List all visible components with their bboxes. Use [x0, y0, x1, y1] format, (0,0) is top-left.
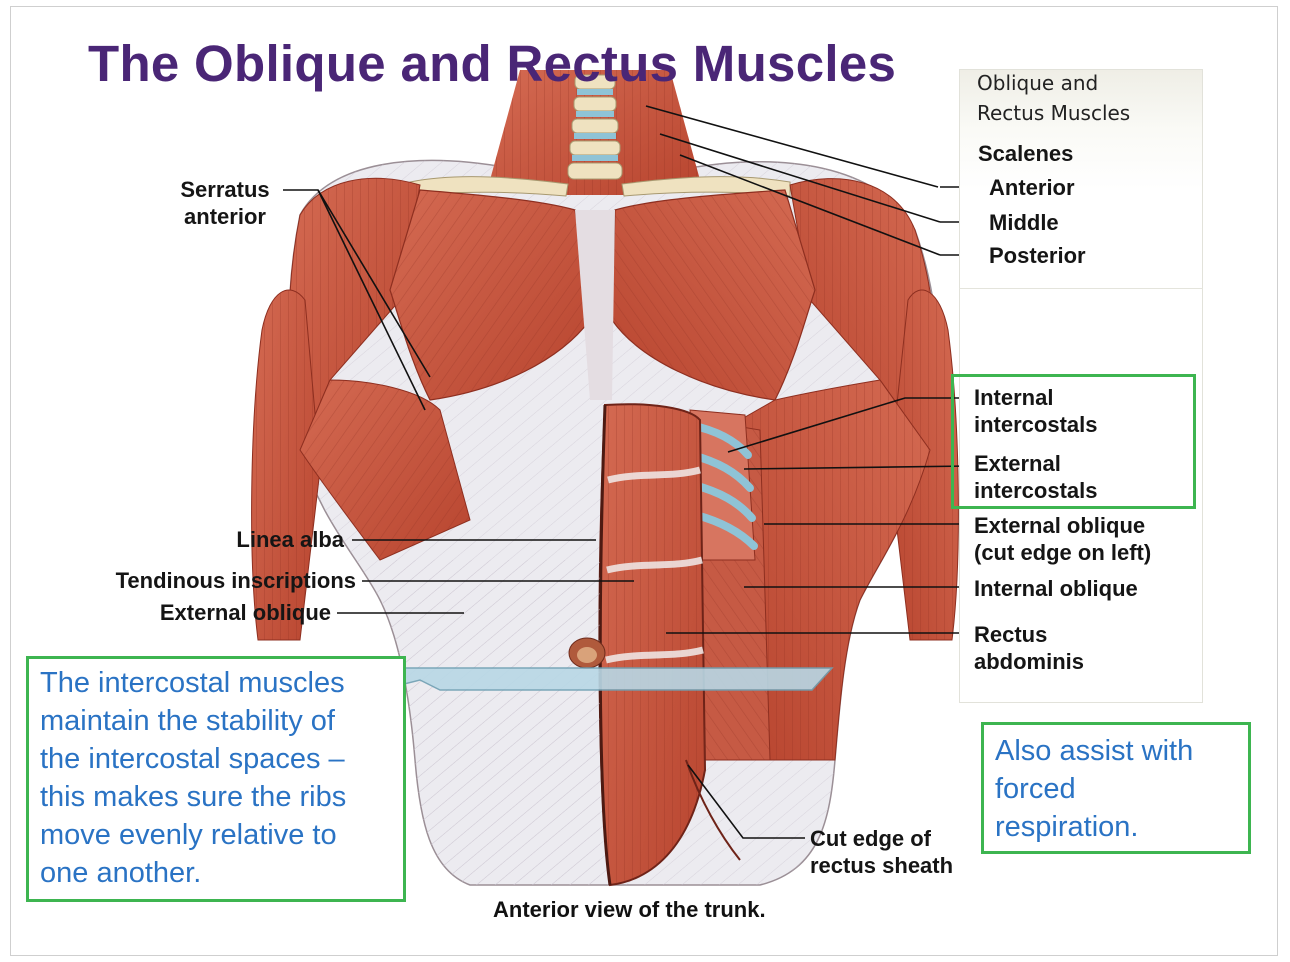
label-tendinous-inscriptions: Tendinous inscriptions: [115, 568, 356, 593]
label-linea-alba: Linea alba: [236, 527, 344, 552]
left-note-line: maintain the stability of: [40, 705, 335, 737]
label-scalene-posterior: Posterior: [989, 243, 1086, 268]
label-external-oblique-left: External oblique: [159, 600, 331, 625]
right-note-line: forced: [995, 773, 1076, 805]
right-note-line: Also assist with: [995, 735, 1194, 767]
intercostals-highlight-box: [951, 374, 1196, 509]
key-divider: [959, 288, 1203, 289]
label-cut-edge-line-2: rectus sheath: [810, 853, 954, 878]
label-internal-intercostals-line-2: intercostals: [974, 412, 1098, 437]
key-title-line-2: Rectus Muscles: [977, 101, 1131, 125]
label-scalene-middle: Middle: [989, 210, 1059, 235]
key-panel-title: Oblique and Rectus Muscles: [977, 68, 1177, 128]
label-internal-oblique: Internal oblique: [974, 576, 1138, 601]
key-title-line-1: Oblique and: [977, 71, 1099, 95]
left-note-box: [26, 656, 406, 902]
label-external-intercostals-line-1: External: [974, 451, 1061, 476]
label-rectus-abdominis: Rectus abdominis: [974, 621, 1084, 675]
sternum: [575, 210, 615, 400]
label-rectus-line-2: abdominis: [974, 649, 1085, 674]
right-note-line: respiration.: [995, 811, 1139, 843]
cervical-vertebrae: [567, 74, 623, 180]
label-cut-edge-rectus-sheath: Cut edge of rectus sheath: [810, 825, 953, 879]
label-serratus-anterior: Serratus anterior: [166, 176, 284, 230]
label-external-oblique-line-2: (cut edge on left): [974, 540, 1152, 565]
tendinous-inscriptions: [605, 466, 704, 664]
label-serratus-line-2: anterior: [184, 204, 266, 229]
label-internal-intercostals-line-1: Internal: [974, 385, 1054, 410]
slide-title: The Oblique and Rectus Muscles: [88, 35, 897, 92]
rectus-sheath-edge: [685, 759, 741, 861]
left-note-text: The intercostal muscles maintain the sta…: [40, 664, 400, 892]
label-serratus-line-1: Serratus: [180, 177, 270, 202]
label-internal-intercostals: Internal intercostals: [974, 384, 1098, 438]
left-note-line: one another.: [40, 857, 202, 889]
label-external-oblique-right: External oblique (cut edge on left): [974, 512, 1151, 566]
label-rectus-line-1: Rectus: [974, 622, 1048, 647]
right-note-box: [981, 722, 1251, 854]
left-note-line: The intercostal muscles: [40, 667, 345, 699]
figure-caption: Anterior view of the trunk.: [493, 897, 766, 922]
left-note-line: this makes sure the ribs: [40, 781, 347, 813]
label-scalenes: Scalenes: [978, 141, 1074, 166]
label-scalene-anterior: Anterior: [989, 175, 1075, 200]
label-external-oblique-line-1: External oblique: [974, 513, 1146, 538]
label-cut-edge-line-1: Cut edge of: [810, 826, 931, 851]
left-note-line: the intercostal spaces –: [40, 743, 345, 775]
label-external-intercostals-line-2: intercostals: [974, 478, 1098, 503]
right-note-text: Also assist with forced respiration.: [995, 732, 1245, 846]
label-external-intercostals: External intercostals: [974, 450, 1098, 504]
left-note-line: move evenly relative to: [40, 819, 337, 851]
key-panel: [959, 69, 1203, 703]
